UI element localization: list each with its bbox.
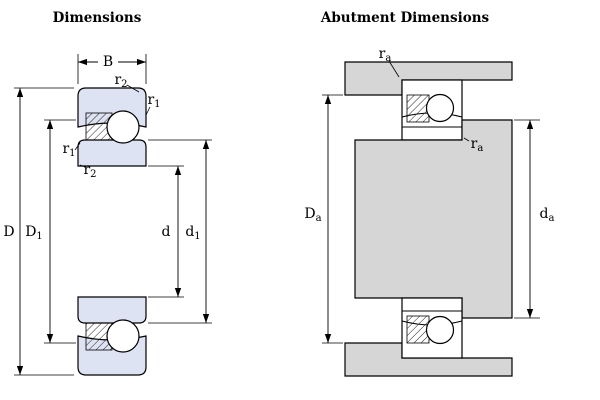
leader-line: [463, 137, 470, 142]
dim-label-da: da: [540, 206, 555, 224]
fillet-ra-shaft: ra: [463, 136, 484, 154]
ball-top: [425, 93, 455, 123]
dimension-D1: D1: [25, 119, 76, 344]
dimension-B: B: [77, 54, 147, 84]
dim-label-d1: d1: [185, 224, 200, 242]
chamfer-labels-top: r2 r1: [114, 72, 161, 116]
cage-top-hatch: [406, 94, 430, 123]
abutment-panel: Abutment Dimensions ra: [304, 10, 555, 377]
bearing-cross-section: [77, 87, 147, 376]
dim-label-B: B: [103, 54, 113, 70]
ball-bottom: [425, 315, 455, 345]
cage-bottom-hatch: [406, 315, 430, 344]
dim-label-r1-side: r1: [62, 141, 75, 159]
leader-line: [79, 164, 86, 168]
abutment-bearing-top: [401, 79, 463, 141]
dim-label-r2-top: r2: [114, 72, 127, 90]
dimension-Da: Da: [304, 94, 343, 344]
dimension-da: da: [514, 119, 555, 319]
leader-line: [388, 60, 400, 78]
leader-line: [126, 84, 140, 93]
dim-label-ra-housing: ra: [379, 46, 392, 64]
inner-ring-top: [77, 139, 147, 167]
leader-line: [74, 142, 81, 151]
dim-label-D: D: [3, 224, 14, 240]
ball-top: [106, 110, 140, 144]
dim-label-r2-side: r2: [83, 162, 96, 180]
leader-line: [145, 106, 151, 116]
fillet-ra-housing: ra: [379, 46, 400, 78]
dimension-d1: d1: [148, 139, 212, 324]
dimension-d: d: [148, 165, 184, 298]
dimension-D: D: [3, 87, 74, 376]
dim-label-Da: Da: [304, 206, 321, 224]
dim-label-ra-shaft: ra: [471, 136, 484, 154]
abutment-panel-title: Abutment Dimensions: [320, 10, 490, 26]
dimensions-panel-title: Dimensions: [53, 10, 142, 26]
abutment-bearing-bottom: [401, 297, 463, 359]
dim-label-D1: D1: [25, 224, 43, 242]
dimensions-panel: Dimensions B r2 r1: [3, 10, 212, 376]
dim-label-r1-top: r1: [147, 92, 160, 110]
dim-label-d: d: [162, 224, 171, 240]
inner-ring-bottom: [77, 296, 147, 324]
chamfer-labels-side: r1 r2: [62, 141, 96, 180]
shaft: [354, 119, 513, 319]
ball-bottom: [106, 319, 140, 353]
